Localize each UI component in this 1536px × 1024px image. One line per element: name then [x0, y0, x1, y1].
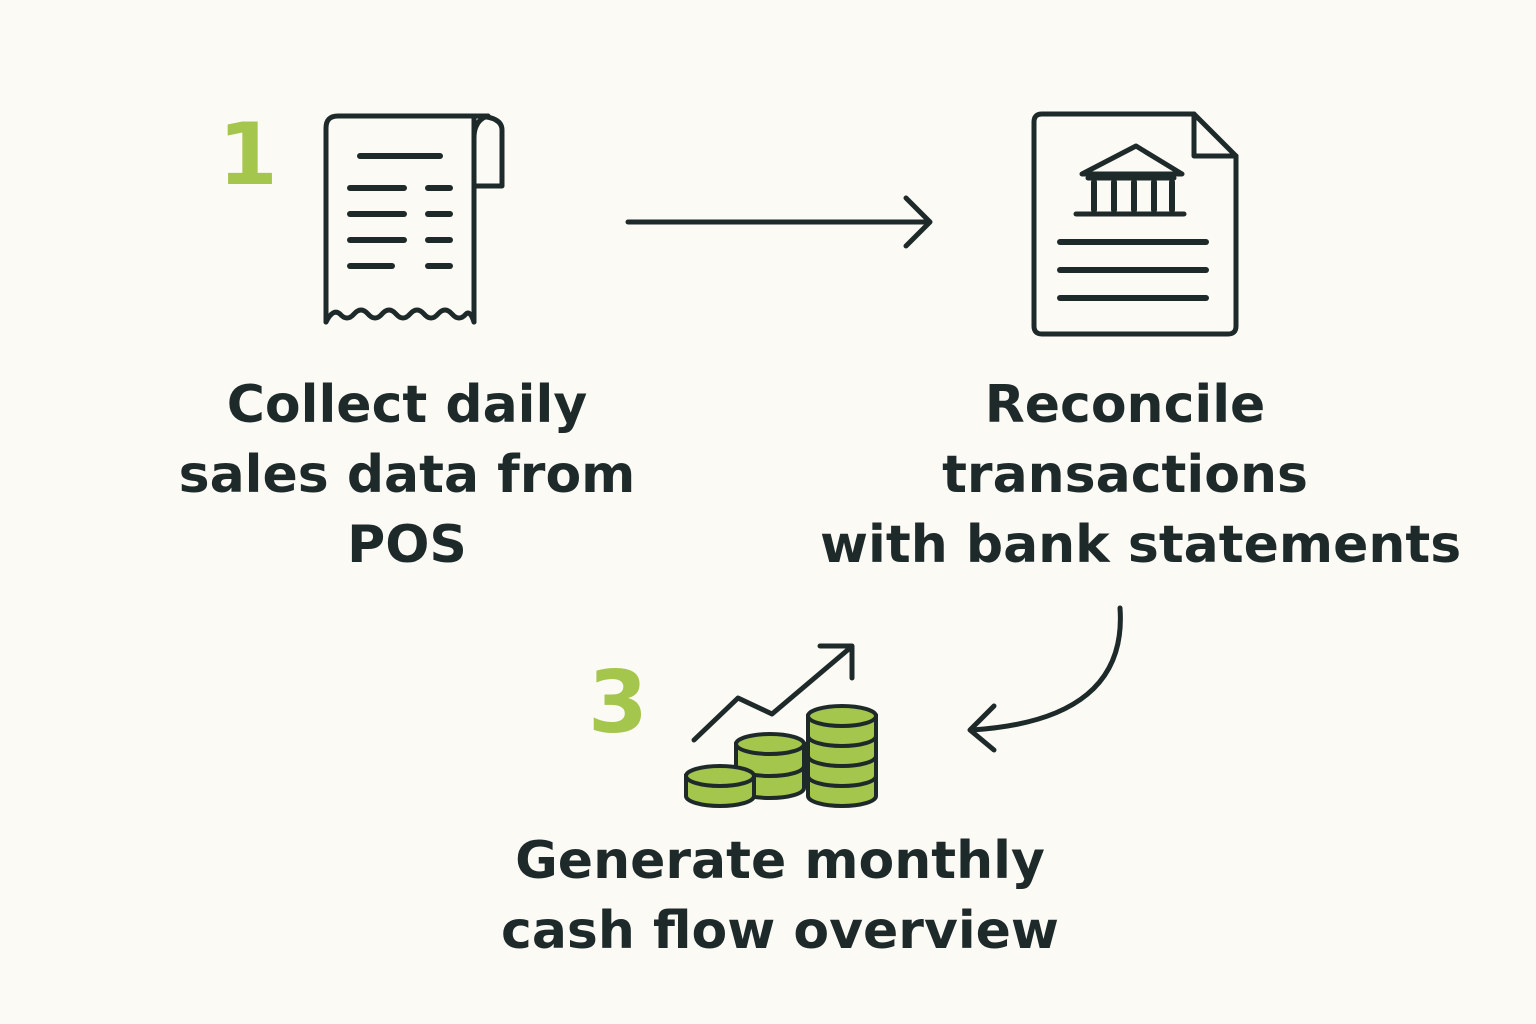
step-2-label-line: transactions — [942, 445, 1308, 505]
step-1-number: 1 — [218, 105, 278, 205]
bank-statement-icon — [1031, 111, 1239, 337]
step-3-label: Generate monthly cash flow overview — [470, 826, 1090, 966]
step-2-label-line: with bank statements — [820, 515, 1462, 575]
step-3-number: 3 — [588, 653, 648, 753]
step-1-label-line: Collect daily — [226, 375, 588, 435]
coins-growth-icon — [684, 643, 878, 808]
step-1-label-line: sales data from — [178, 445, 636, 505]
receipt-icon — [323, 113, 505, 325]
step-2-label: Reconcile transactions with bank stateme… — [820, 370, 1462, 580]
step-1-label-line: POS — [347, 515, 467, 575]
arrow-right-icon — [625, 195, 933, 249]
step-2-label-line: Reconcile — [984, 375, 1266, 435]
step-3-label-line: Generate monthly — [515, 831, 1045, 891]
step-3-label-line: cash flow overview — [501, 901, 1059, 961]
curved-arrow-icon — [967, 605, 1123, 753]
step-1-label: Collect daily sales data from POS — [157, 370, 657, 580]
